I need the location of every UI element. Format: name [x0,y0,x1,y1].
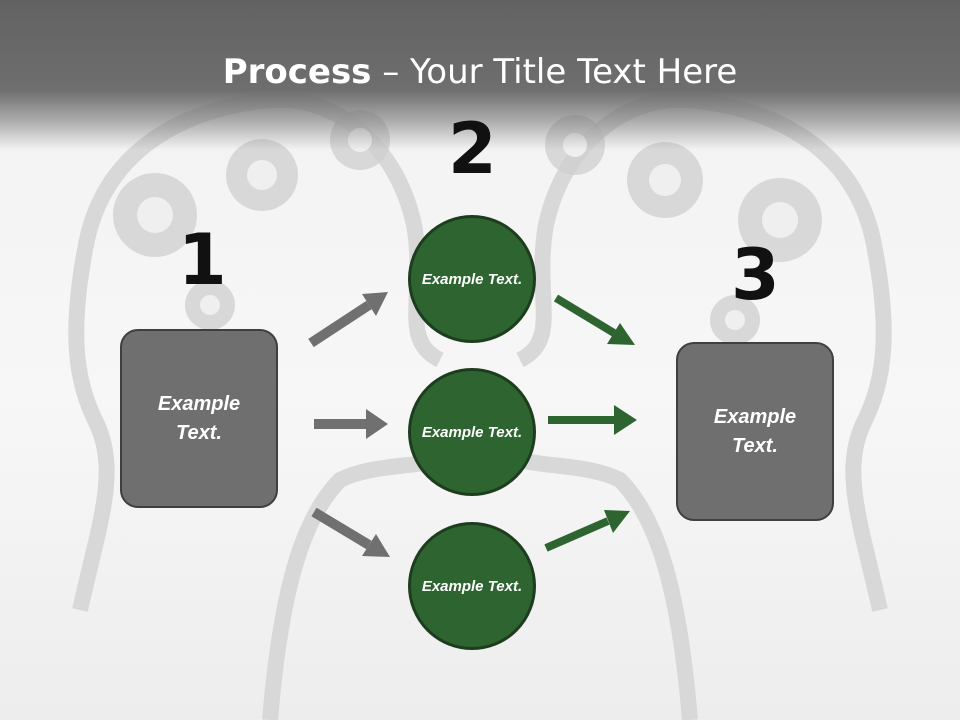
arrows-green [544,294,637,552]
slide-title: Process – Your Title Text Here [0,52,960,92]
arrow-1-to-middle [314,409,388,439]
arrows-gray [308,292,390,557]
step-2-number: 2 [448,108,497,190]
step-1-text: Example Text. [157,392,241,444]
step-1-box: Example Text. [120,329,278,508]
step-3-text: Example Text. [713,405,797,457]
arrow-bottom-to-3 [544,510,630,552]
step-2-circle-top: Example Text. [408,215,536,343]
step-3-box: Example Text. [676,342,834,521]
step-2-circle-middle: Example Text. [408,368,536,496]
title-rest: – Your Title Text Here [371,52,738,92]
arrow-middle-to-3 [548,405,637,435]
step-2-bottom-text: Example Text. [421,577,523,595]
step-3-number: 3 [731,234,780,316]
arrow-1-to-top [308,292,388,348]
step-2-middle-text: Example Text. [421,423,523,441]
title-band [0,0,960,150]
step-1-number: 1 [178,219,227,301]
title-bold: Process [222,52,372,92]
arrow-1-to-bottom [311,507,390,557]
step-2-circle-bottom: Example Text. [408,522,536,650]
step-2-top-text: Example Text. [421,270,523,288]
arrow-top-to-3 [553,294,635,345]
